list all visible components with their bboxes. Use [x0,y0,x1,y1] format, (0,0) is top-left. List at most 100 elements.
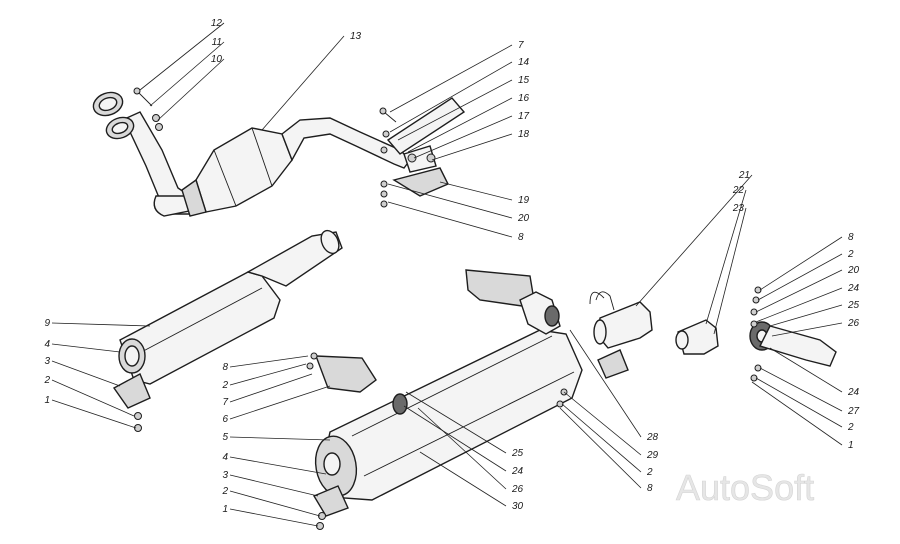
callout-leader-line [229,456,327,475]
callout-leader-line [389,44,513,113]
callout-leader-line [569,329,642,438]
callout-number: 22 [732,185,745,196]
callout-leader-line [229,363,307,386]
callout-number: 7 [222,397,228,408]
callout-leader-line [563,391,642,456]
callout-number: 29 [646,450,659,461]
callout-number: 3 [44,356,50,367]
callout-number: 28 [646,432,659,443]
callout-leader-line [149,41,225,107]
callout-number: 20 [517,213,530,224]
callout-leader-line [157,58,225,121]
callout-leader-line [229,474,319,497]
callout-leader-line [755,287,843,323]
callout-number: 1 [44,395,50,406]
callout-leader-line [389,61,513,133]
callout-number: 5 [222,432,228,443]
callout-number: 21 [738,170,750,181]
callout-leader-line [705,189,747,325]
callout-leader-line [229,385,331,420]
callout-number: 8 [647,483,653,494]
callout-number: 27 [847,406,860,417]
callout-number: 10 [211,54,223,65]
callout-leader-line [387,183,513,219]
callout-number: 15 [518,75,530,86]
callout-number: 1 [222,504,228,515]
callout-leader-line [755,377,843,428]
callout-leader-line [769,304,843,327]
callout-number: 26 [847,318,860,329]
callout-number: 7 [518,40,524,51]
callout-number: 17 [518,111,530,122]
callout-number: 14 [518,57,530,68]
callout-leader-line [713,207,747,335]
callout-leader-line [771,322,843,337]
callout-number: 13 [350,31,362,42]
callout-leader-line [405,391,507,454]
callout-number: 4 [44,339,50,350]
callout-leader-line [397,79,513,141]
callout-number: 4 [222,452,228,463]
callout-leader-line [229,490,321,517]
callout-leader-line [407,97,513,153]
callout-number: 11 [212,37,222,48]
callout-number: 2 [221,486,228,497]
callout-leader-line [431,133,513,161]
callout-leader-line [439,181,513,201]
callout-leader-line [261,35,345,131]
callout-leader-line [139,22,225,91]
callout-number: 20 [847,265,860,276]
callout-number: 19 [518,195,530,206]
callout-leader-line [51,379,135,417]
callout-number: 3 [222,470,228,481]
callout-number: 24 [847,283,860,294]
callout-leader-line [751,381,843,446]
callout-number: 16 [518,93,530,104]
callout-number: 2 [847,422,854,433]
callout-leader-line [229,373,313,403]
callout-leader-line [417,407,507,490]
callout-leader-line [559,407,642,489]
callout-number: 2 [221,380,228,391]
callout-number: 25 [511,448,524,459]
callout-leader-line [759,367,843,412]
callout-leader-line [757,253,843,301]
callout-leader-line [403,405,507,472]
catalytic-converter-assembly [92,87,466,217]
callout-number: 2 [43,375,50,386]
callout-leader-line [229,508,319,527]
callout-number: 8 [222,362,228,373]
callout-leader-line [759,236,843,291]
callout-leader-line [51,343,121,353]
callout-number: 24 [847,387,860,398]
callout-leader-line [419,451,507,507]
callout-leader-line [413,115,513,159]
callout-number: 30 [512,501,524,512]
front-muffler-assembly [112,229,343,432]
callout-number: 12 [211,18,223,29]
callout-leader-line [51,399,137,429]
callout-number: 6 [222,414,228,425]
callout-leader-line [769,347,843,393]
callout-number: 26 [511,484,524,495]
callout-number: 24 [511,466,524,477]
callout-leader-line [387,201,513,238]
callout-leader-line [51,360,121,387]
callout-number: 25 [847,300,860,311]
callout-number: 1 [848,440,854,451]
callout-number: 18 [518,129,530,140]
callout-layer: 1211101371415161718192089432182765432125… [43,18,860,527]
callout-number: 23 [732,203,745,214]
watermark: AutoSoft [676,467,814,508]
tailpipe-assembly [589,286,837,382]
callout-leader-line [635,174,753,307]
callout-leader-line [229,436,331,441]
callout-number: 2 [646,467,653,478]
main-muffler-assembly [306,269,583,530]
callout-number: 8 [848,232,854,243]
callout-leader-line [229,355,309,368]
callout-leader-line [755,269,843,313]
callout-number: 8 [518,232,524,243]
callout-number: 9 [44,318,50,329]
